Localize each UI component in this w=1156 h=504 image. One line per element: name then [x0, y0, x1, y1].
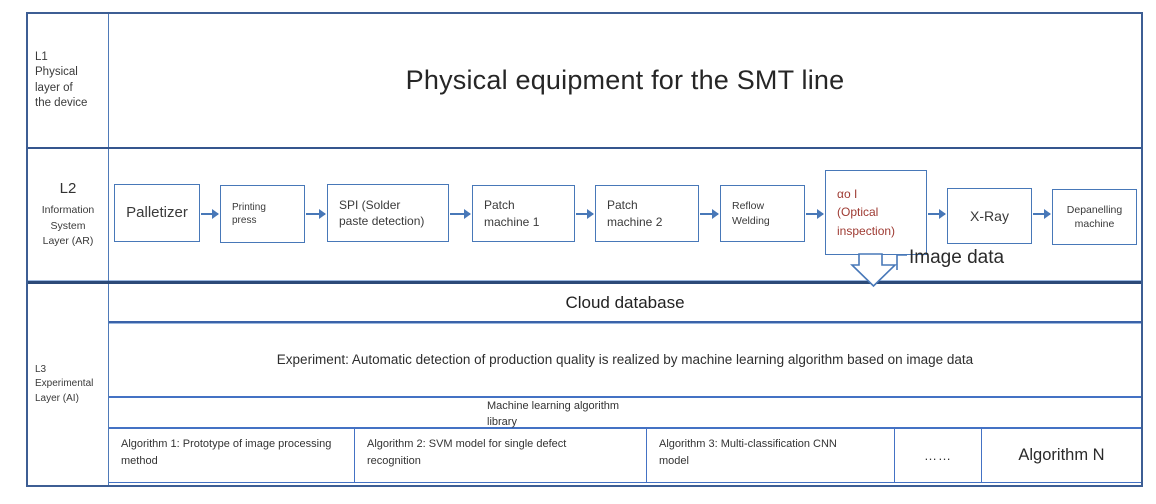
l2-label-subtext: Information System Layer (AR) — [41, 203, 95, 248]
flow-arrow-icon — [806, 209, 824, 219]
layer-row-l1: L1 Physical layer of the device Physical… — [28, 14, 1141, 147]
l1-label-cell: L1 Physical layer of the device — [28, 14, 109, 147]
layer-row-l3: L3 Experimental Layer (AI) Cloud databas… — [28, 281, 1141, 485]
l3-content-cell: Cloud database Experiment: Automatic det… — [109, 284, 1141, 485]
flow-box-label: SPI (Solder paste detection) — [339, 197, 425, 228]
flow-box-optical-inspection: αo I (Optical inspection) — [825, 170, 927, 255]
flow-arrow-icon — [306, 209, 326, 219]
flow-box-label: Patch machine 1 — [484, 198, 540, 229]
flow-box-label: Printing press — [232, 201, 266, 227]
cloud-database-title: Cloud database — [565, 292, 685, 312]
experiment-text: Experiment: Automatic detection of produ… — [276, 352, 974, 367]
flow-arrow-icon — [576, 209, 594, 219]
flow-box-label: X-Ray — [970, 207, 1009, 224]
l3-label-cell: L3 Experimental Layer (AI) — [28, 284, 109, 485]
image-data-label: Image data — [909, 247, 1005, 268]
flow-box-printing-press: Printing press — [220, 185, 305, 243]
flow-box-depanelling: Depanelling machine — [1052, 189, 1137, 245]
flow-arrow-icon — [928, 209, 946, 219]
l1-label-text: L1 Physical layer of the device — [35, 51, 88, 109]
smt-flow: Palletizer Printing press SPI (Solder pa… — [109, 149, 1141, 288]
flow-box-patch-machine-1: Patch machine 1 — [472, 185, 575, 242]
l1-title: Physical equipment for the SMT line — [405, 65, 845, 95]
flow-box-label: αo I (Optical inspection) — [837, 186, 896, 238]
l2-label-cell: L2 Information System Layer (AR) — [28, 149, 109, 281]
flow-box-label: Patch machine 2 — [607, 198, 663, 229]
diagram-table: L1 Physical layer of the device Physical… — [26, 12, 1143, 487]
flow-box-label: Palletizer — [126, 203, 188, 221]
ml-library-band: Machine learning algorithm library — [109, 396, 1141, 429]
algorithm-cell-ellipsis: …… — [895, 429, 982, 483]
flow-box-label: Reflow Welding — [732, 200, 770, 227]
flow-arrow-icon — [1033, 209, 1051, 219]
connector-bracket-icon — [896, 254, 907, 270]
flow-arrow-icon — [201, 209, 219, 219]
flow-box-reflow-welding: Reflow Welding — [720, 185, 805, 242]
algorithm-cell-1: Algorithm 1: Prototype of image processi… — [109, 429, 355, 483]
flow-box-patch-machine-2: Patch machine 2 — [595, 185, 699, 242]
experiment-band: Experiment: Automatic detection of produ… — [109, 323, 1141, 396]
algorithm-cell-3: Algorithm 3: Multi-classification CNN mo… — [647, 429, 895, 483]
flow-arrow-icon — [700, 209, 719, 219]
algorithm-cell-n: Algorithm N — [982, 429, 1141, 483]
algorithms-row: Algorithm 1: Prototype of image processi… — [109, 429, 1141, 488]
flow-box-spi: SPI (Solder paste detection) — [327, 184, 449, 242]
image-data-down-arrow-icon — [850, 253, 907, 288]
flow-arrow-icon — [450, 209, 471, 219]
l1-content-cell: Physical equipment for the SMT line — [109, 14, 1141, 147]
flow-box-palletizer: Palletizer — [114, 184, 200, 242]
ml-library-label: Machine learning algorithm library — [487, 400, 620, 428]
flow-box-x-ray: X-Ray — [947, 188, 1032, 244]
layer-row-l2: L2 Information System Layer (AR) Palleti… — [28, 147, 1141, 288]
l2-label-heading: L2 — [59, 179, 77, 197]
algorithm-cell-2: Algorithm 2: SVM model for single defect… — [355, 429, 647, 483]
flow-box-label: Depanelling machine — [1066, 203, 1123, 230]
l3-label-text: L3 Experimental Layer (AI) — [35, 363, 94, 404]
cloud-database-band: Cloud database — [109, 284, 1141, 323]
